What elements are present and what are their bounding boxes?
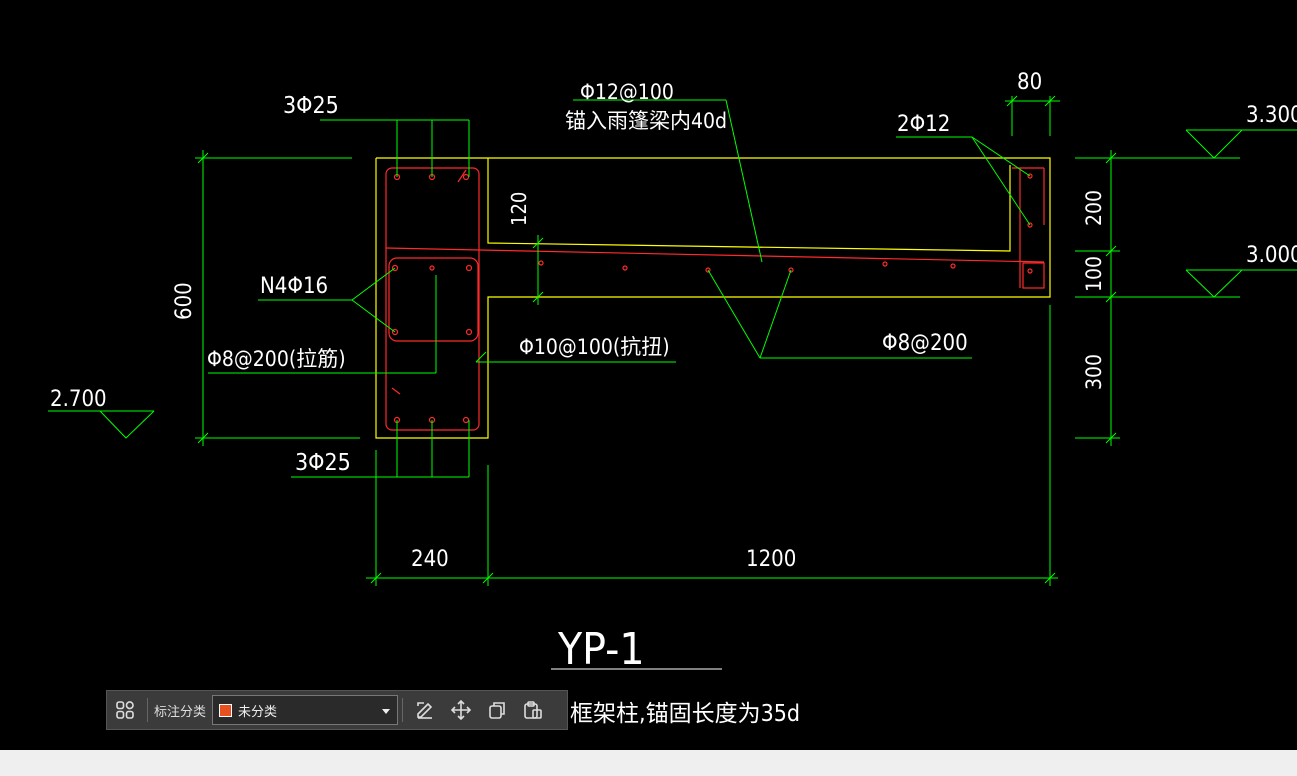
edit-icon[interactable] [407,692,443,728]
slab-bars-label: Φ12@100 [580,80,674,104]
slab-thickness-dim: 120 [507,192,531,226]
dimension-lines [48,95,1297,586]
top-bars-label: 3Φ25 [283,93,339,119]
elevation-right-top: 3.300 [1246,103,1297,128]
annotation-toolbar: 标注分类 未分类 [106,690,568,730]
cad-canvas[interactable]: 3Φ25 3Φ25 Φ12@100 锚入雨篷梁内40d 2Φ12 N4Φ16 Φ… [0,0,1297,750]
top-width-dim: 80 [1017,70,1042,95]
chevron-down-icon [381,705,391,720]
toolbar-separator [402,698,404,722]
height-total-dim: 600 [172,282,197,320]
annotation-texts: 3Φ25 3Φ25 Φ12@100 锚入雨篷梁内40d 2Φ12 N4Φ16 Φ… [50,70,1297,727]
drawing-title: YP-1 [557,624,645,675]
elevation-right-mid: 3.000 [1246,243,1297,268]
category-dropdown[interactable]: 未分类 [212,695,399,725]
anchor-note: 锚入雨篷梁内40d [565,109,727,133]
status-bar [0,750,1297,776]
cad-drawing: 3Φ25 3Φ25 Φ12@100 锚入雨篷梁内40d 2Φ12 N4Φ16 Φ… [48,70,1297,727]
side-bars-label: N4Φ16 [260,274,328,299]
elevation-left: 2.700 [50,387,107,412]
right-lower-dim: 300 [1082,354,1106,390]
bottom-bars-label: 3Φ25 [295,450,351,476]
tip-bars-label: 2Φ12 [897,112,950,137]
category-color-swatch [219,703,233,717]
toolbar-separator [147,698,148,722]
ties-label: Φ8@200(拉筋) [207,347,346,371]
category-label: 标注分类 [154,704,207,720]
bottom-left-dim: 240 [411,547,449,572]
bottom-right-dim: 1200 [746,547,796,572]
move-icon[interactable] [443,692,479,728]
right-upper-dim: 200 [1082,190,1106,226]
distribution-bars-label: Φ8@200 [882,331,968,356]
torsion-stirrups-label: Φ10@100(抗扭) [519,335,670,359]
rebar-layout [385,167,1045,431]
drawing-note: 框架柱,锚固长度为35d [570,701,800,727]
right-middle-dim: 100 [1082,256,1106,292]
section-outline [375,157,1051,439]
paste-icon[interactable] [515,692,551,728]
copy-icon[interactable] [479,692,515,728]
app-grid-icon[interactable] [107,692,143,728]
category-value: 未分类 [238,704,278,720]
